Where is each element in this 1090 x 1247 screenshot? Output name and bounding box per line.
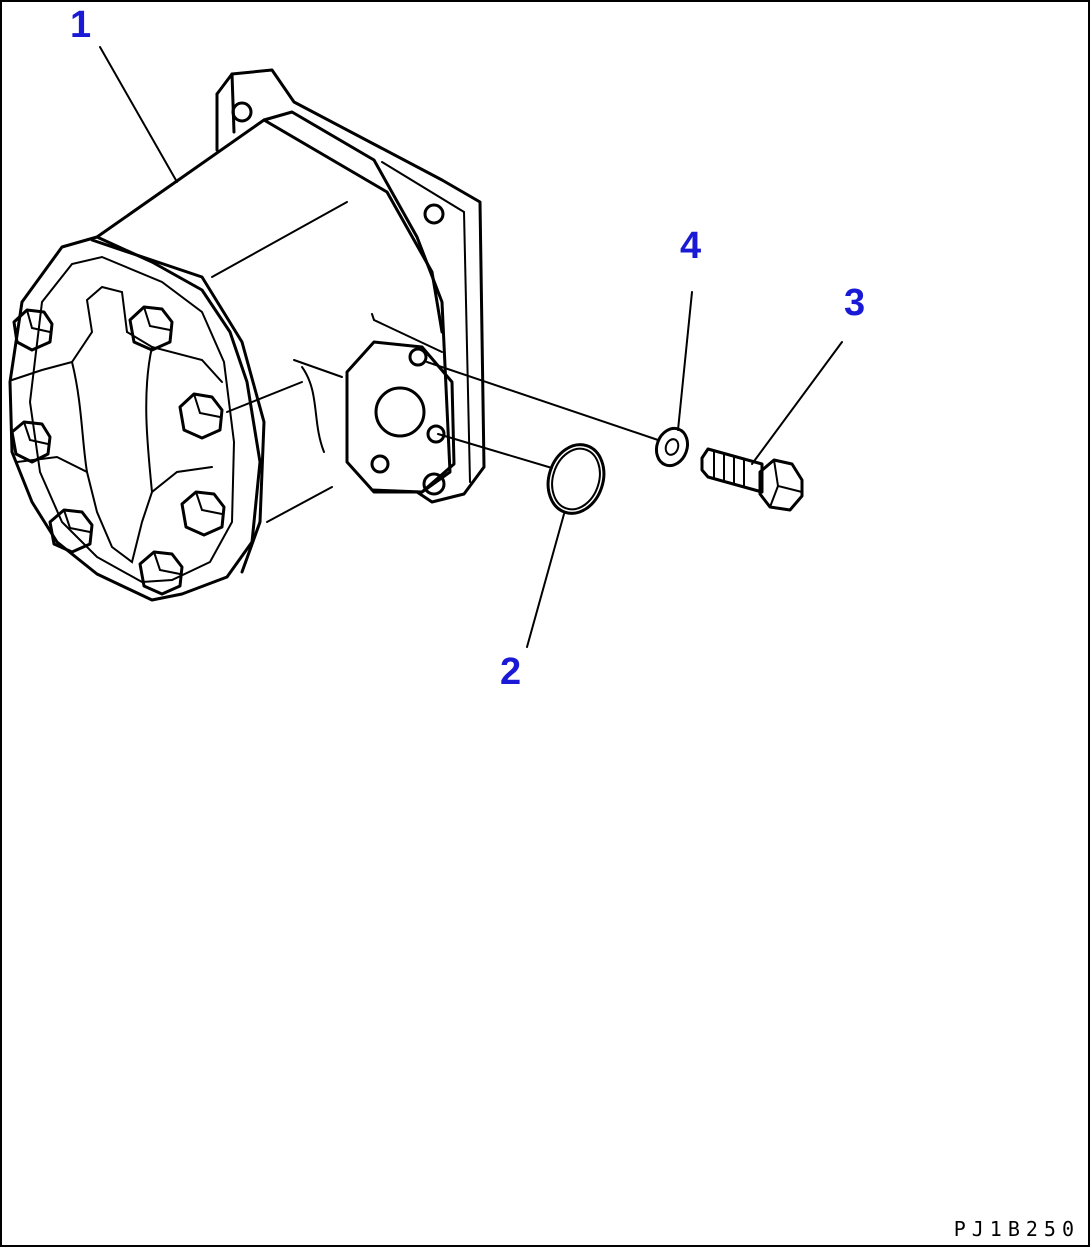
flange-bolt-hole <box>423 203 445 225</box>
leader-lines <box>99 46 843 648</box>
cover-bolt <box>180 490 226 537</box>
leader-line-1 <box>99 46 178 183</box>
leader-line-3 <box>751 341 843 465</box>
port-bolt-hole <box>426 424 446 444</box>
cover-bolt <box>48 508 94 554</box>
port-opening <box>374 386 426 438</box>
cover-bolt <box>10 420 52 464</box>
leader-line-4 <box>677 291 693 431</box>
cover-bolt <box>128 305 174 352</box>
callout-part-3: 3 <box>844 282 866 324</box>
callout-part-1: 1 <box>70 4 92 46</box>
port-bolt-hole <box>370 454 390 474</box>
callout-part-4: 4 <box>680 225 702 267</box>
flange-bolt-hole <box>422 472 446 496</box>
gear-pump-assembly <box>8 68 486 602</box>
cover-bolt <box>178 392 224 440</box>
drawing-code: PJ1B250 <box>953 1217 1080 1241</box>
flange-bolt-hole <box>231 101 253 123</box>
assembly-line-bolt <box>426 361 659 441</box>
cover-bolt <box>12 308 54 352</box>
port-bolt-hole <box>408 347 428 367</box>
cover-bolt <box>138 550 184 596</box>
hex-bolt <box>700 447 804 512</box>
leader-line-2 <box>526 513 565 648</box>
assembly-line-oring <box>437 433 553 469</box>
o-ring <box>546 443 606 515</box>
callout-part-2: 2 <box>500 651 522 693</box>
washer <box>654 426 690 468</box>
